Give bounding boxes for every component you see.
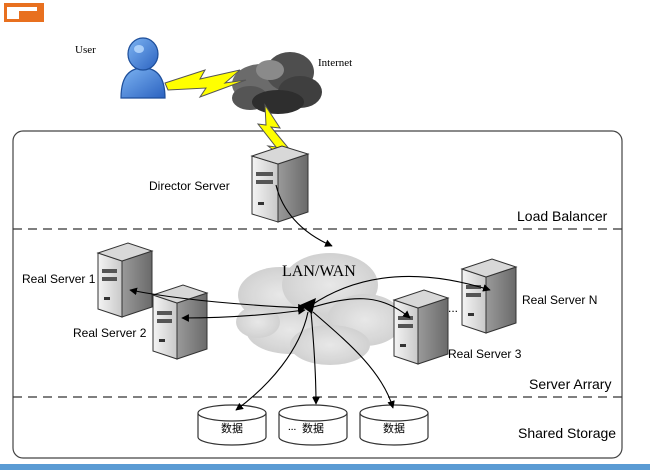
storage-3-label: 数据 <box>383 423 405 435</box>
zone-shared-storage: Shared Storage <box>518 425 617 441</box>
storage-disk-2-icon <box>278 404 348 446</box>
zone-load-balancer: Load Balancer <box>517 208 608 224</box>
director-to-lan-arrow <box>275 184 333 247</box>
lightning-icon <box>164 69 247 99</box>
real-server-1-icon <box>96 242 154 318</box>
zone-server-array: Server Arrary <box>529 376 612 392</box>
storage-2-label: 数据 <box>302 423 324 435</box>
real-server-2-label: Real Server 2 <box>73 326 147 340</box>
real-server-n-label: Real Server N <box>522 293 598 307</box>
storage-ellipsis: ... <box>288 421 297 433</box>
connection-arrows <box>129 184 491 411</box>
real-server-1-label: Real Server 1 <box>22 272 96 286</box>
storage-disk-3-icon <box>359 404 429 446</box>
storage-disk-1-icon <box>197 404 267 446</box>
real-server-3-icon <box>392 289 450 365</box>
bottom-bar <box>0 464 650 470</box>
server-ellipsis: ... <box>448 301 459 315</box>
user-icon <box>120 37 166 99</box>
director-server-icon <box>250 145 310 223</box>
corner-logo <box>4 3 44 22</box>
storage-1-label: 数据 <box>221 423 243 435</box>
real-server-2-arrow <box>181 307 306 322</box>
storage-2-arrow <box>310 311 320 405</box>
system-boundary <box>12 130 623 459</box>
real-server-3-label: Real Server 3 <box>448 347 522 361</box>
lan-wan-label: LAN/WAN <box>282 263 356 280</box>
real-server-3-arrow <box>309 298 411 319</box>
storage-1-arrow <box>235 311 309 411</box>
storage-3-arrow <box>312 311 395 409</box>
real-server-2-icon <box>151 284 209 360</box>
internet-cloud-icon <box>232 52 322 114</box>
internet-label: Internet <box>318 57 353 69</box>
real-server-n-icon <box>460 258 518 334</box>
user-label: User <box>75 44 96 56</box>
real-server-n-arrow <box>309 275 491 307</box>
lan-hub-point <box>300 298 316 314</box>
real-server-1-arrow <box>129 287 306 312</box>
director-server-label: Director Server <box>149 179 230 193</box>
